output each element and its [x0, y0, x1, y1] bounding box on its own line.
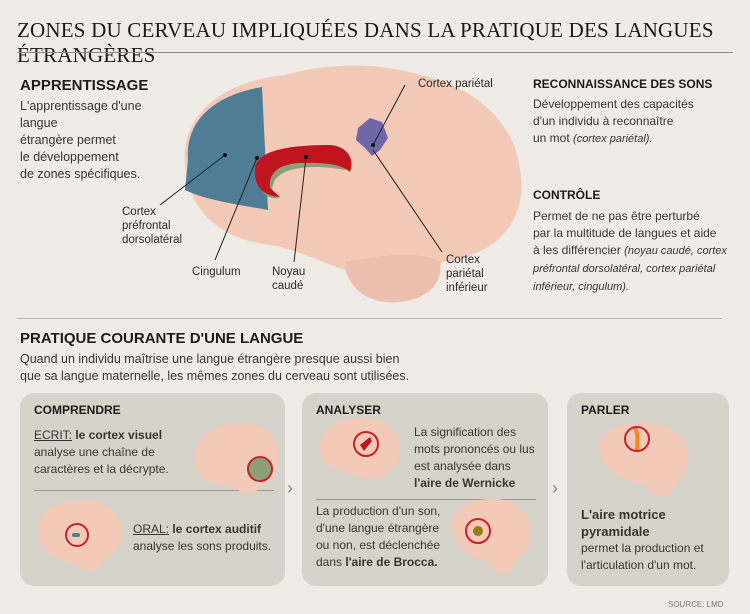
oral-label: ORAL:	[133, 522, 170, 536]
prefrontal-region	[185, 87, 268, 210]
text-line: Permet de ne pas être perturbé	[533, 209, 700, 223]
controle-section: CONTRÔLE Permet de ne pas être perturbé …	[533, 188, 748, 296]
wernicke-marker	[360, 437, 372, 451]
pratique-heading: PRATIQUE COURANTE D'UNE LANGUE	[20, 330, 304, 347]
marker-dots	[223, 143, 375, 160]
text-line: La signification des	[414, 425, 517, 439]
broca-marker	[473, 526, 483, 536]
reconnaissance-section: RECONNAISSANCE DES SONS Développement de…	[533, 77, 743, 148]
parler-brain	[598, 422, 688, 497]
highlight-ring	[465, 518, 491, 544]
bold-line: pyramidale	[581, 524, 650, 539]
chevron-right-icon: ›	[552, 478, 558, 498]
comprendre-heading: COMPRENDRE	[34, 403, 121, 417]
parietal-region	[356, 118, 388, 156]
brain-motor	[598, 422, 688, 497]
highlight-ring	[624, 426, 650, 452]
note: (noyau caudé, cortex	[624, 245, 727, 257]
chevron-right-icon: ›	[287, 478, 293, 498]
auditory-cortex-marker	[72, 533, 80, 537]
text-line: permet la production et	[581, 541, 704, 555]
motor-area-marker	[633, 427, 640, 452]
text-line: analyse une chaîne de	[34, 445, 155, 459]
label-line: pariétal	[446, 268, 484, 280]
brain-illustration	[159, 65, 522, 303]
note: préfrontal dorsolatéral, cortex pariétal	[533, 263, 716, 275]
apprentissage-section: APPRENTISSAGE L'apprentissage d'une lang…	[20, 77, 180, 183]
text-line: par la multitude de langues et aide	[533, 226, 717, 240]
parler-heading: PARLER	[581, 403, 630, 417]
divider	[316, 499, 536, 500]
label-line: Cortex	[122, 206, 156, 218]
text-line: analyse les sons produits.	[133, 539, 272, 553]
label-noyau-caude: Noyau caudé	[272, 265, 305, 293]
label-cingulum: Cingulum	[192, 266, 241, 278]
reconnaissance-heading: RECONNAISSANCE DES SONS	[533, 77, 713, 91]
label-line: Noyau	[272, 266, 306, 278]
ecrit-label: ECRIT:	[34, 428, 73, 442]
source-credit: SOURCE: LMD	[668, 600, 724, 609]
text-line: de zones spécifiques.	[20, 167, 141, 181]
text-line: Quand un individu maîtrise une langue ét…	[20, 352, 400, 366]
leader-lines	[159, 84, 443, 263]
note: inférieur, cingulum).	[533, 281, 629, 293]
brain-broca	[451, 498, 531, 573]
highlight-ring	[247, 456, 273, 482]
note: (cortex pariétal).	[573, 133, 653, 145]
controle-heading: CONTRÔLE	[533, 188, 601, 202]
oral-bold: le cortex auditif	[169, 522, 262, 536]
label-line: caudé	[272, 280, 304, 292]
text-line: étrangère permet	[20, 133, 116, 147]
brain-shape	[184, 65, 522, 301]
page-title: ZONES DU CERVEAU IMPLIQUÉES DANS LA PRAT…	[17, 18, 714, 67]
panel-analyser: ANALYSER La signification des mots prono…	[302, 393, 548, 586]
label-cortex-parietal: Cortex pariétal	[418, 78, 493, 90]
highlight-ring	[353, 431, 379, 457]
text-line: que sa langue maternelle, les mêmes zone…	[20, 369, 410, 383]
text-line: Développement des capacités	[533, 97, 694, 111]
label-line: inférieur	[446, 282, 488, 294]
comprendre-brains	[37, 423, 279, 571]
broca-bold: l'aire de Brocca.	[345, 555, 438, 569]
wernicke-bold: l'aire de Wernicke	[414, 476, 516, 490]
text-line: à les différencier	[533, 243, 625, 257]
title-divider	[17, 52, 733, 53]
brain-wernicke	[319, 417, 401, 479]
analyser-heading: ANALYSER	[316, 403, 381, 417]
text-line: le développement	[20, 150, 119, 164]
text-line: dans	[316, 555, 346, 569]
highlight-ring	[65, 523, 89, 547]
text-line: un mot	[533, 131, 574, 145]
ecrit-bold: le cortex visuel	[72, 428, 163, 442]
cingulum	[254, 145, 352, 197]
label-line: préfrontal	[122, 220, 171, 232]
apprentissage-heading: APPRENTISSAGE	[20, 77, 149, 94]
text-line: La production d'un son,	[316, 504, 441, 518]
text-line: ou non, est déclenchée	[316, 538, 441, 552]
label-line: dorsolatéral	[122, 234, 183, 246]
label-parietal-inferieur: Cortex pariétal inférieur	[446, 253, 488, 295]
panel-parler: PARLER L'aire motrice pyramidale permet …	[567, 393, 729, 586]
divider	[34, 490, 274, 491]
text-line: est analysée dans	[414, 459, 511, 473]
cerebellum-shape	[345, 254, 441, 303]
text-line: l'articulation d'un mot.	[581, 558, 697, 572]
text-line: caractères et la décrypte.	[34, 462, 169, 476]
analyser-brains	[319, 417, 531, 573]
visual-cortex-marker	[249, 458, 271, 480]
bold-line: L'aire motrice	[581, 507, 666, 522]
pratique-section: PRATIQUE COURANTE D'UNE LANGUE Quand un …	[20, 330, 720, 385]
text-line: mots prononcés ou lus	[414, 442, 535, 456]
label-prefrontal: Cortex préfrontal dorsolatéral	[122, 205, 182, 247]
text-line: d'une langue étrangère	[316, 521, 440, 535]
section-divider	[17, 318, 722, 319]
text-line: L'apprentissage d'une langue	[20, 99, 142, 130]
label-line: Cortex	[446, 254, 480, 266]
panel-comprendre: COMPRENDRE ECRIT: le cortex visuel analy…	[20, 393, 285, 586]
text-line: d'un individu à reconnaître	[533, 114, 674, 128]
